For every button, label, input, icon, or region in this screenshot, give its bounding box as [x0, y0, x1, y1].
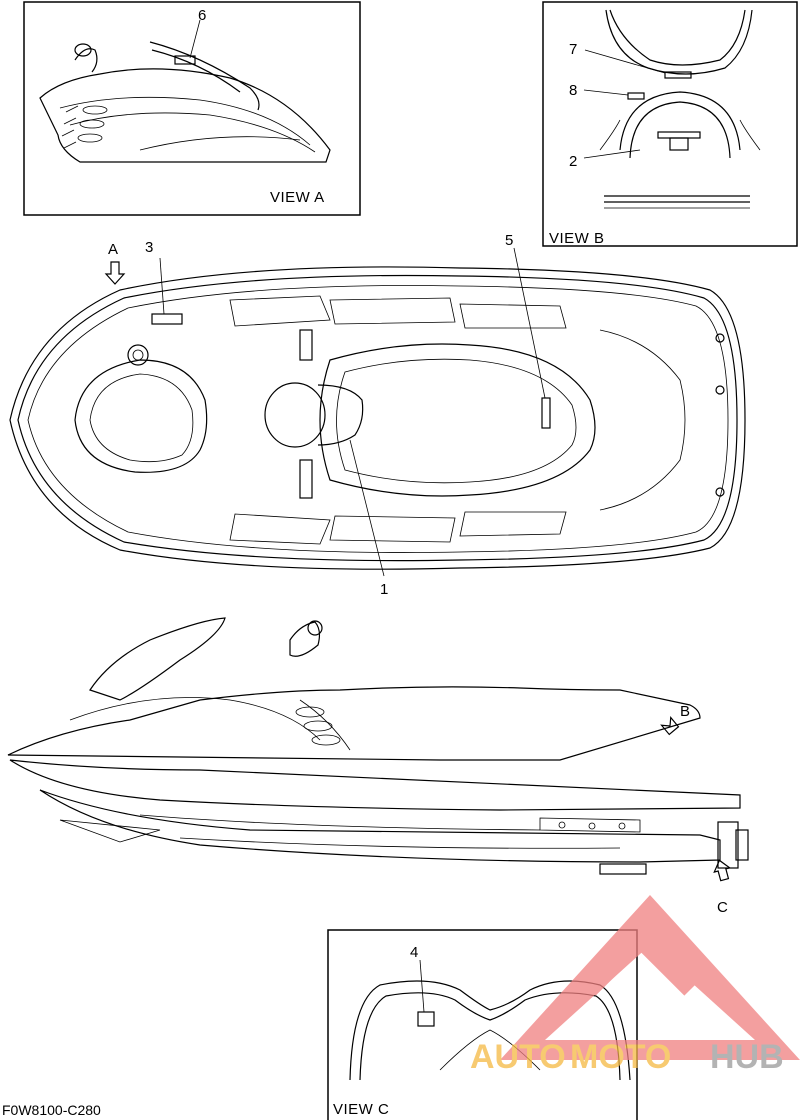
- view-b-arrow-icon: [660, 716, 680, 736]
- callout-5: 5: [505, 232, 513, 249]
- view-c-panel: [327, 929, 638, 1120]
- view-b-panel: [542, 1, 798, 247]
- label-5-marker: [541, 397, 551, 429]
- view-a-caption: VIEW A: [270, 189, 325, 206]
- view-c-ref: C: [717, 899, 728, 916]
- view-a-ref: A: [108, 241, 118, 258]
- callout-2: 2: [569, 153, 577, 170]
- top-view-hull: [9, 247, 746, 577]
- watermark-logo: AUTO MOTO HUB: [470, 895, 800, 1076]
- callout-6: 6: [198, 7, 206, 24]
- watermark-text-auto: AUTO: [470, 1038, 566, 1076]
- view-b-ref: B: [680, 703, 690, 720]
- view-b-caption: VIEW B: [549, 230, 605, 247]
- callout-7: 7: [569, 41, 577, 58]
- drawing-code: F0W8100-C280: [2, 1102, 101, 1118]
- callout-1: 1: [380, 581, 388, 598]
- watermark-text-hub: HUB: [710, 1038, 784, 1076]
- view-a-arrow-icon: [104, 261, 126, 285]
- view-c-caption: VIEW C: [333, 1101, 389, 1118]
- label-3-marker: [151, 313, 183, 325]
- callout-3: 3: [145, 239, 153, 256]
- watermark-triangle-icon: [500, 895, 800, 1060]
- label-4-marker: [417, 1011, 435, 1027]
- side-view-hull: [7, 617, 749, 882]
- callout-8: 8: [569, 82, 577, 99]
- view-c-arrow-icon: [713, 859, 732, 882]
- watermark-text-moto: MOTO: [570, 1038, 671, 1076]
- label-4-side-marker: [599, 863, 647, 875]
- callout-4: 4: [410, 944, 418, 961]
- view-a-panel: [23, 1, 361, 216]
